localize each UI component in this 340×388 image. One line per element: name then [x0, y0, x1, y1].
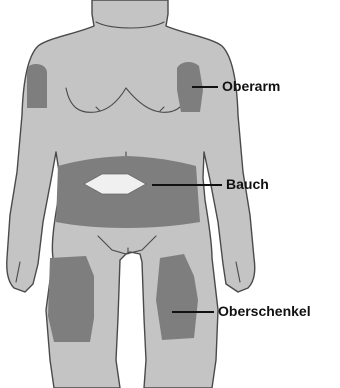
label-abdomen: Bauch — [226, 176, 269, 192]
upper-arm-zone-left — [27, 64, 47, 108]
thigh-zone-left — [48, 256, 94, 342]
label-thigh: Oberschenkel — [218, 303, 311, 319]
label-upper-arm: Oberarm — [222, 78, 280, 94]
